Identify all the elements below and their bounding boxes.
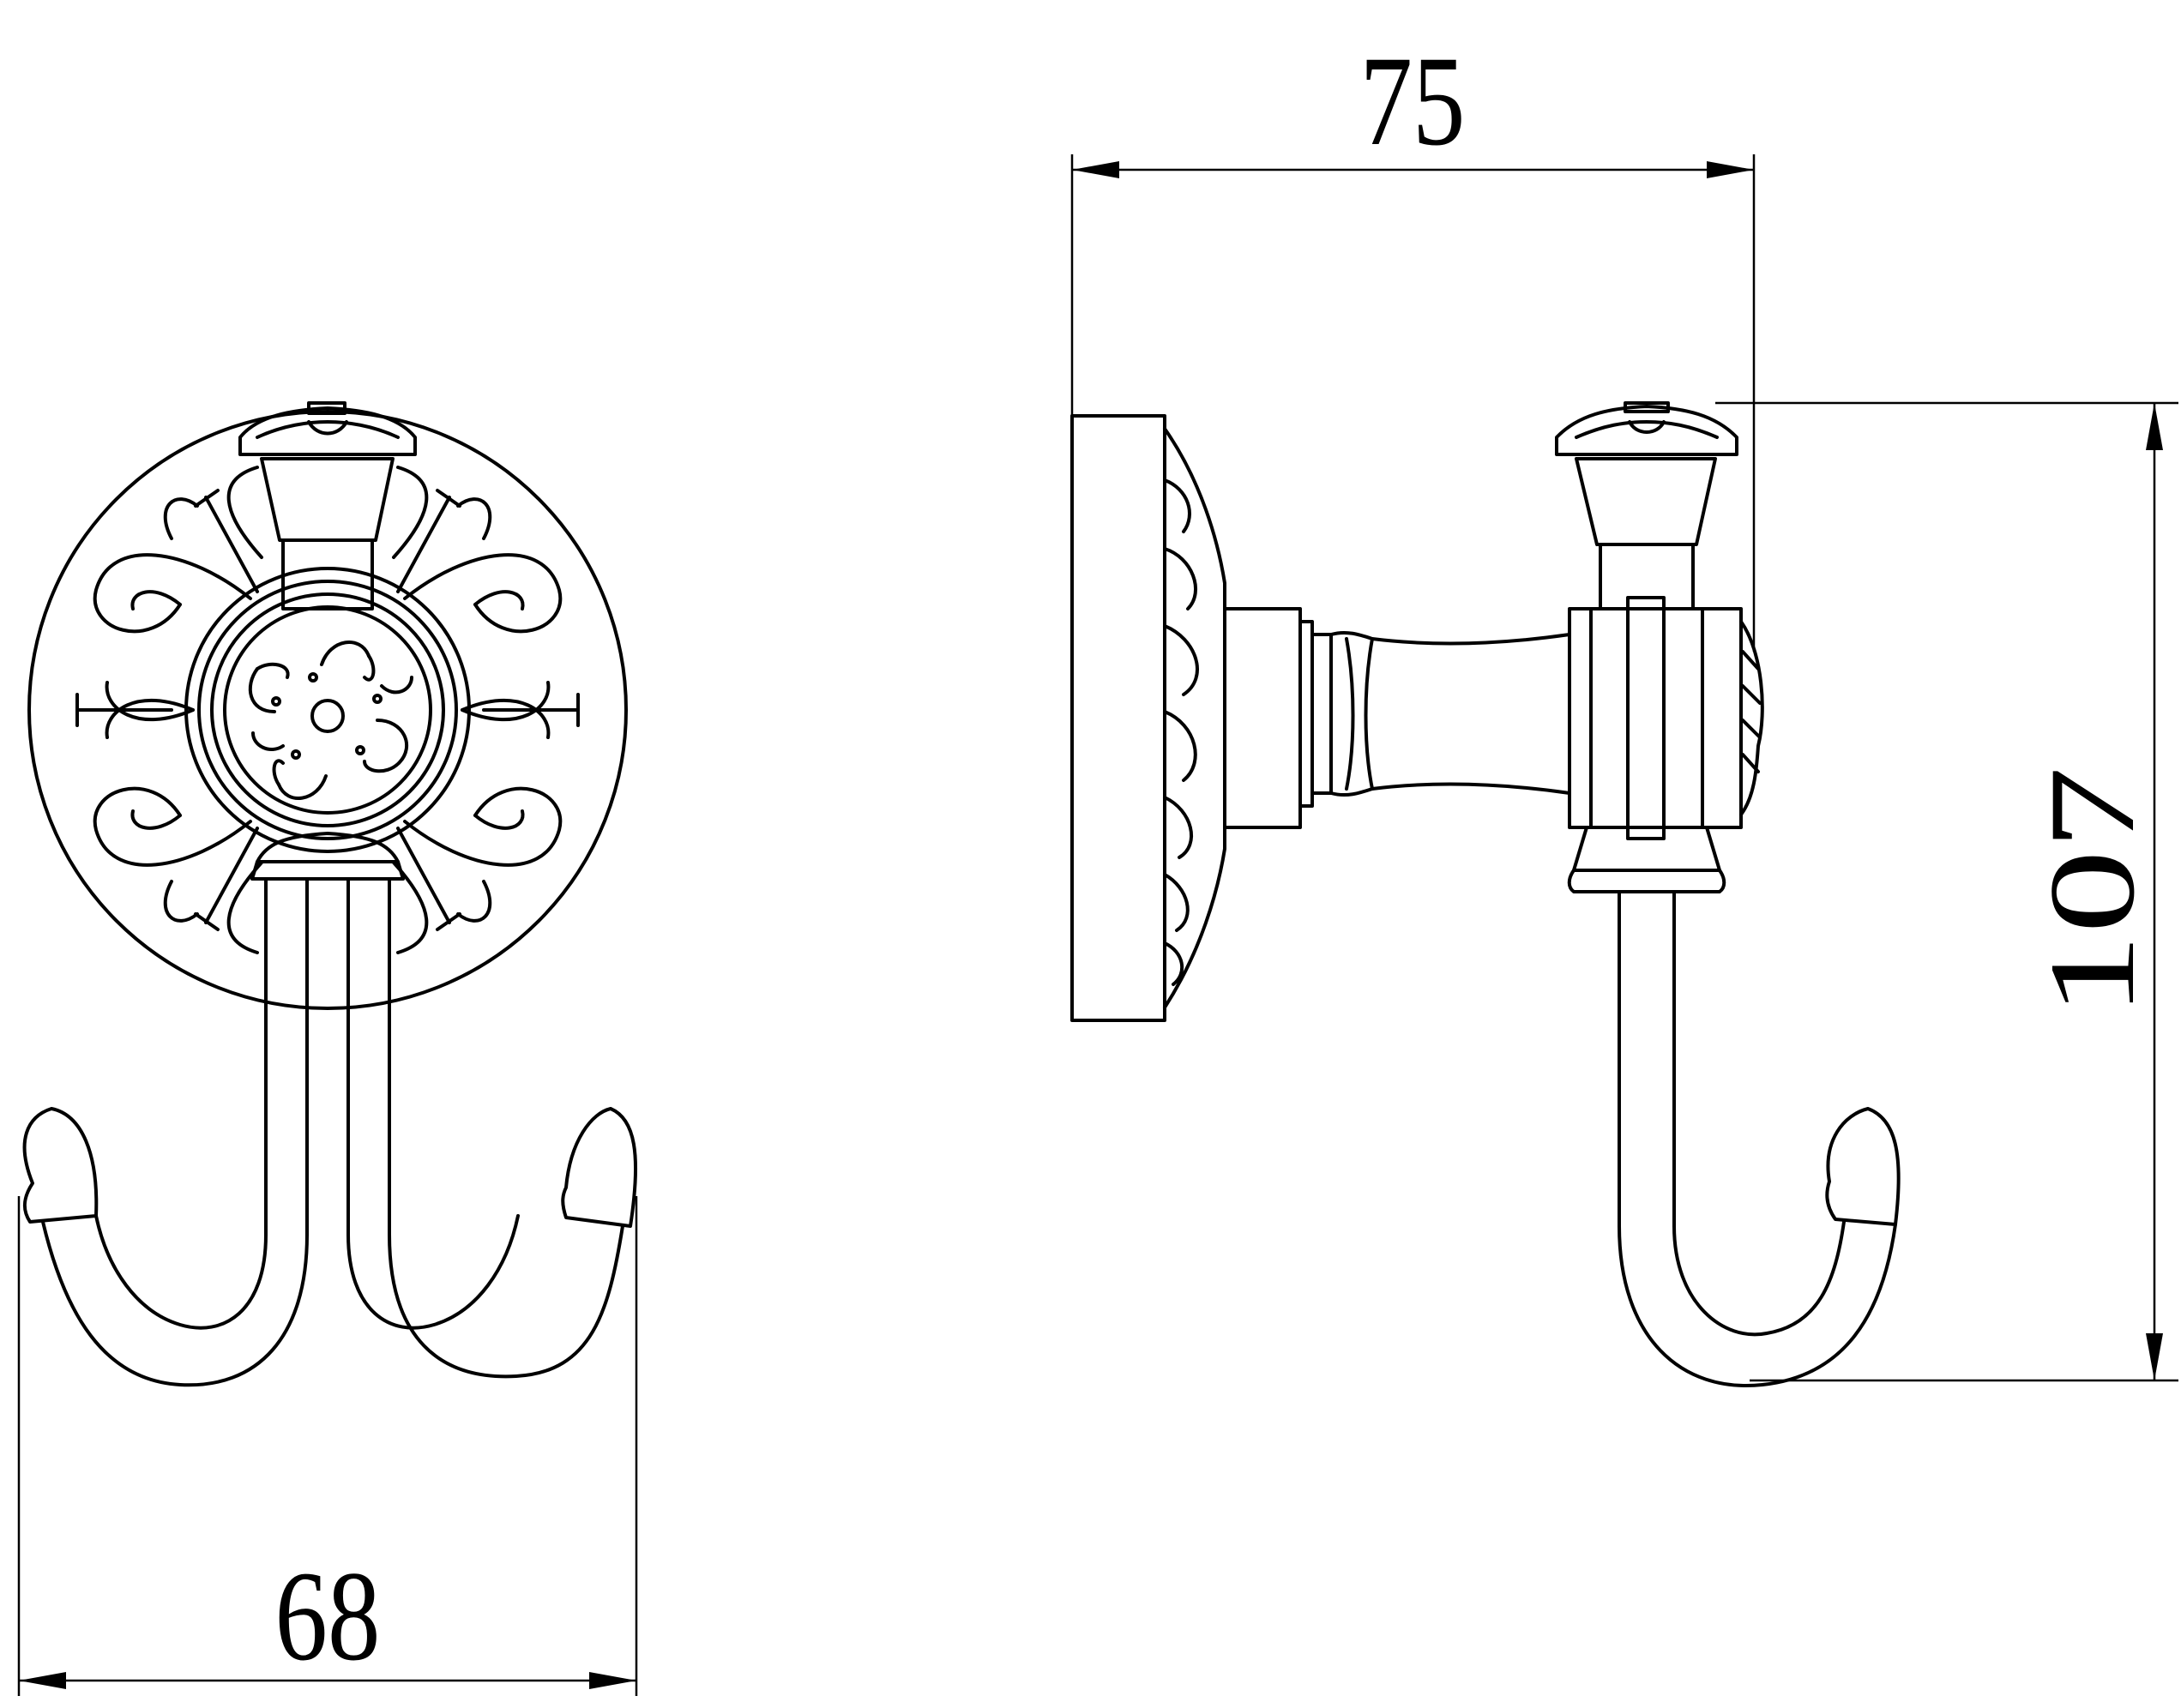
side-finial <box>1555 401 1738 893</box>
side-view <box>1070 401 1901 1387</box>
side-arm <box>1223 607 1571 829</box>
dimension-height: 107 <box>1715 401 2178 1382</box>
height-dimension-label: 107 <box>2024 767 2160 1017</box>
front-scroll-ornament <box>75 466 580 954</box>
side-base-plate <box>1070 414 1166 1022</box>
side-collar <box>1568 596 1764 840</box>
front-finial <box>238 401 417 881</box>
dimension-base: 68 <box>17 1196 638 1696</box>
base-dimension-label: 68 <box>274 1545 380 1687</box>
width-dimension-label: 75 <box>1359 30 1465 172</box>
front-hook <box>22 877 638 1387</box>
dimension-width: 75 <box>1070 30 1756 652</box>
front-rosette <box>184 567 471 853</box>
side-base-ornament <box>1163 478 1199 986</box>
front-view <box>22 401 638 1387</box>
side-hook <box>1618 890 1901 1387</box>
